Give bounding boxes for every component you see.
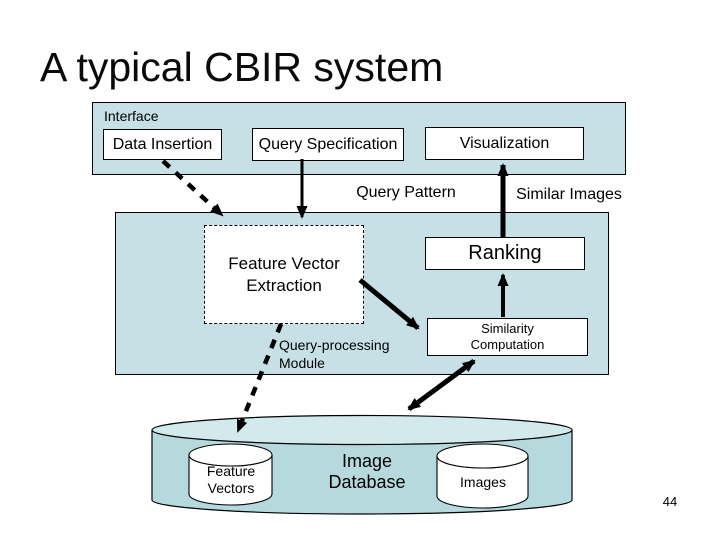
images-label: Images	[460, 474, 506, 490]
similarity-computation-box: Similarity Computation	[427, 318, 588, 356]
images-cylinder	[436, 443, 529, 509]
images-cylinder-top	[436, 443, 529, 469]
image-database-label: Image Database	[328, 451, 406, 492]
query-specification-box: Query Specification	[252, 128, 404, 161]
data-insertion-box: Data Insertion	[103, 129, 222, 160]
feature-vectors-cylinder	[188, 443, 273, 506]
page-number: 44	[662, 494, 678, 509]
ranking-box: Ranking	[425, 237, 585, 270]
visualization-box: Visualization	[425, 127, 584, 160]
interface-panel-label: Interface	[104, 108, 159, 124]
feature-vectors-label: Feature Vectors	[206, 463, 256, 496]
feature-vectors-cylinder-top	[188, 443, 273, 467]
similar-images-label: Similar Images	[516, 186, 622, 203]
feature-vector-extraction-box: Feature Vector Extraction	[204, 225, 364, 324]
slide-title: A typical CBIR system	[40, 44, 444, 90]
query-pattern-label: Query Pattern	[356, 184, 456, 201]
query-processing-module-label: Query-processing Module	[279, 337, 390, 371]
image-database-cylinder-top	[151, 414, 573, 446]
